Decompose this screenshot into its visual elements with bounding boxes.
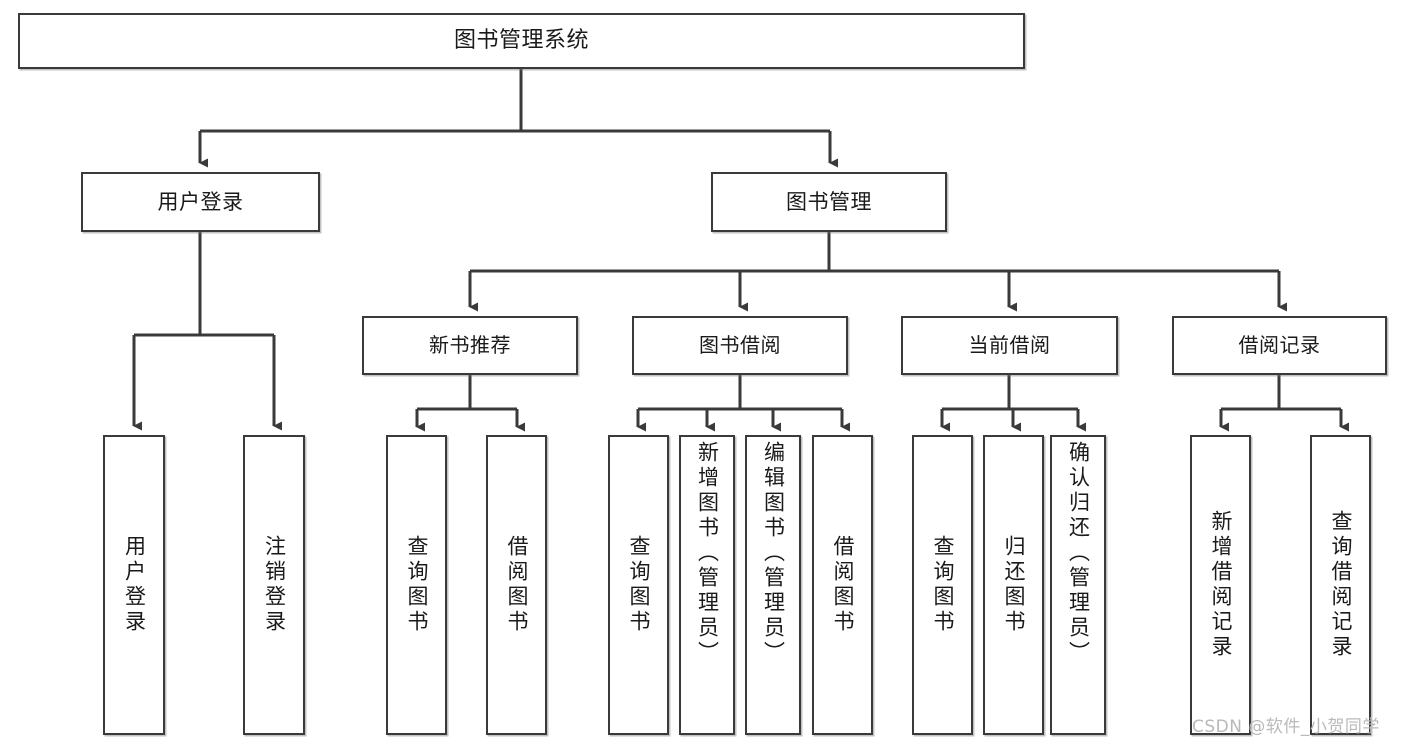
node-root-label: 图书管理系统 bbox=[453, 28, 589, 54]
node-current-borrow-label: 当前借阅 bbox=[968, 333, 1051, 357]
node-current-borrow[interactable]: 当前借阅 bbox=[901, 316, 1118, 375]
node-leaf-add-book-label: 新增图书（管理员） bbox=[695, 441, 720, 666]
node-leaf-edit-book-label: 编辑图书（管理员） bbox=[761, 441, 786, 666]
csdn-watermark: CSDN @软件_小贺同学 bbox=[1192, 717, 1380, 737]
node-borrow-record[interactable]: 借阅记录 bbox=[1172, 316, 1387, 375]
node-leaf-query-book-borrow-label: 查询图书 bbox=[627, 535, 651, 635]
node-new-book-rec[interactable]: 新书推荐 bbox=[362, 316, 578, 375]
node-leaf-confirm-return[interactable]: 确认归还（管理员） bbox=[1050, 435, 1106, 735]
node-leaf-query-record-label: 查询借阅记录 bbox=[1329, 510, 1353, 660]
node-leaf-query-book-rec-label: 查询图书 bbox=[405, 535, 429, 635]
node-borrow-record-label: 借阅记录 bbox=[1238, 333, 1321, 357]
node-leaf-return-book-label: 归还图书 bbox=[1002, 535, 1026, 635]
node-new-book-rec-label: 新书推荐 bbox=[429, 333, 511, 357]
node-leaf-query-book-rec[interactable]: 查询图书 bbox=[386, 435, 447, 735]
node-user-login-label: 用户登录 bbox=[157, 189, 244, 214]
node-leaf-borrow-book-rec[interactable]: 借阅图书 bbox=[486, 435, 547, 735]
node-leaf-query-record[interactable]: 查询借阅记录 bbox=[1310, 435, 1371, 735]
node-root[interactable]: 图书管理系统 bbox=[18, 13, 1025, 69]
node-book-borrow[interactable]: 图书借阅 bbox=[632, 316, 848, 375]
node-leaf-add-record-label: 新增借阅记录 bbox=[1209, 510, 1233, 660]
node-leaf-user-login-label: 用户登录 bbox=[122, 535, 147, 635]
node-leaf-add-record[interactable]: 新增借阅记录 bbox=[1190, 435, 1251, 735]
node-leaf-logout[interactable]: 注销登录 bbox=[243, 435, 305, 735]
node-leaf-query-book-borrow[interactable]: 查询图书 bbox=[608, 435, 669, 735]
node-leaf-confirm-return-label: 确认归还（管理员） bbox=[1066, 441, 1091, 666]
node-leaf-edit-book[interactable]: 编辑图书（管理员） bbox=[745, 435, 801, 735]
node-leaf-borrow-book-rec-label: 借阅图书 bbox=[505, 535, 529, 635]
node-leaf-borrow-book[interactable]: 借阅图书 bbox=[812, 435, 873, 735]
node-leaf-borrow-book-label: 借阅图书 bbox=[831, 535, 855, 635]
node-leaf-user-login[interactable]: 用户登录 bbox=[103, 435, 165, 735]
node-leaf-query-book-cur[interactable]: 查询图书 bbox=[912, 435, 973, 735]
node-leaf-logout-label: 注销登录 bbox=[262, 535, 287, 635]
node-leaf-add-book[interactable]: 新增图书（管理员） bbox=[679, 435, 735, 735]
node-user-login[interactable]: 用户登录 bbox=[81, 172, 320, 232]
node-book-borrow-label: 图书借阅 bbox=[699, 333, 781, 357]
node-leaf-query-book-cur-label: 查询图书 bbox=[931, 535, 955, 635]
node-leaf-return-book[interactable]: 归还图书 bbox=[983, 435, 1044, 735]
node-book-manage-label: 图书管理 bbox=[786, 189, 872, 214]
node-book-manage[interactable]: 图书管理 bbox=[711, 172, 947, 232]
